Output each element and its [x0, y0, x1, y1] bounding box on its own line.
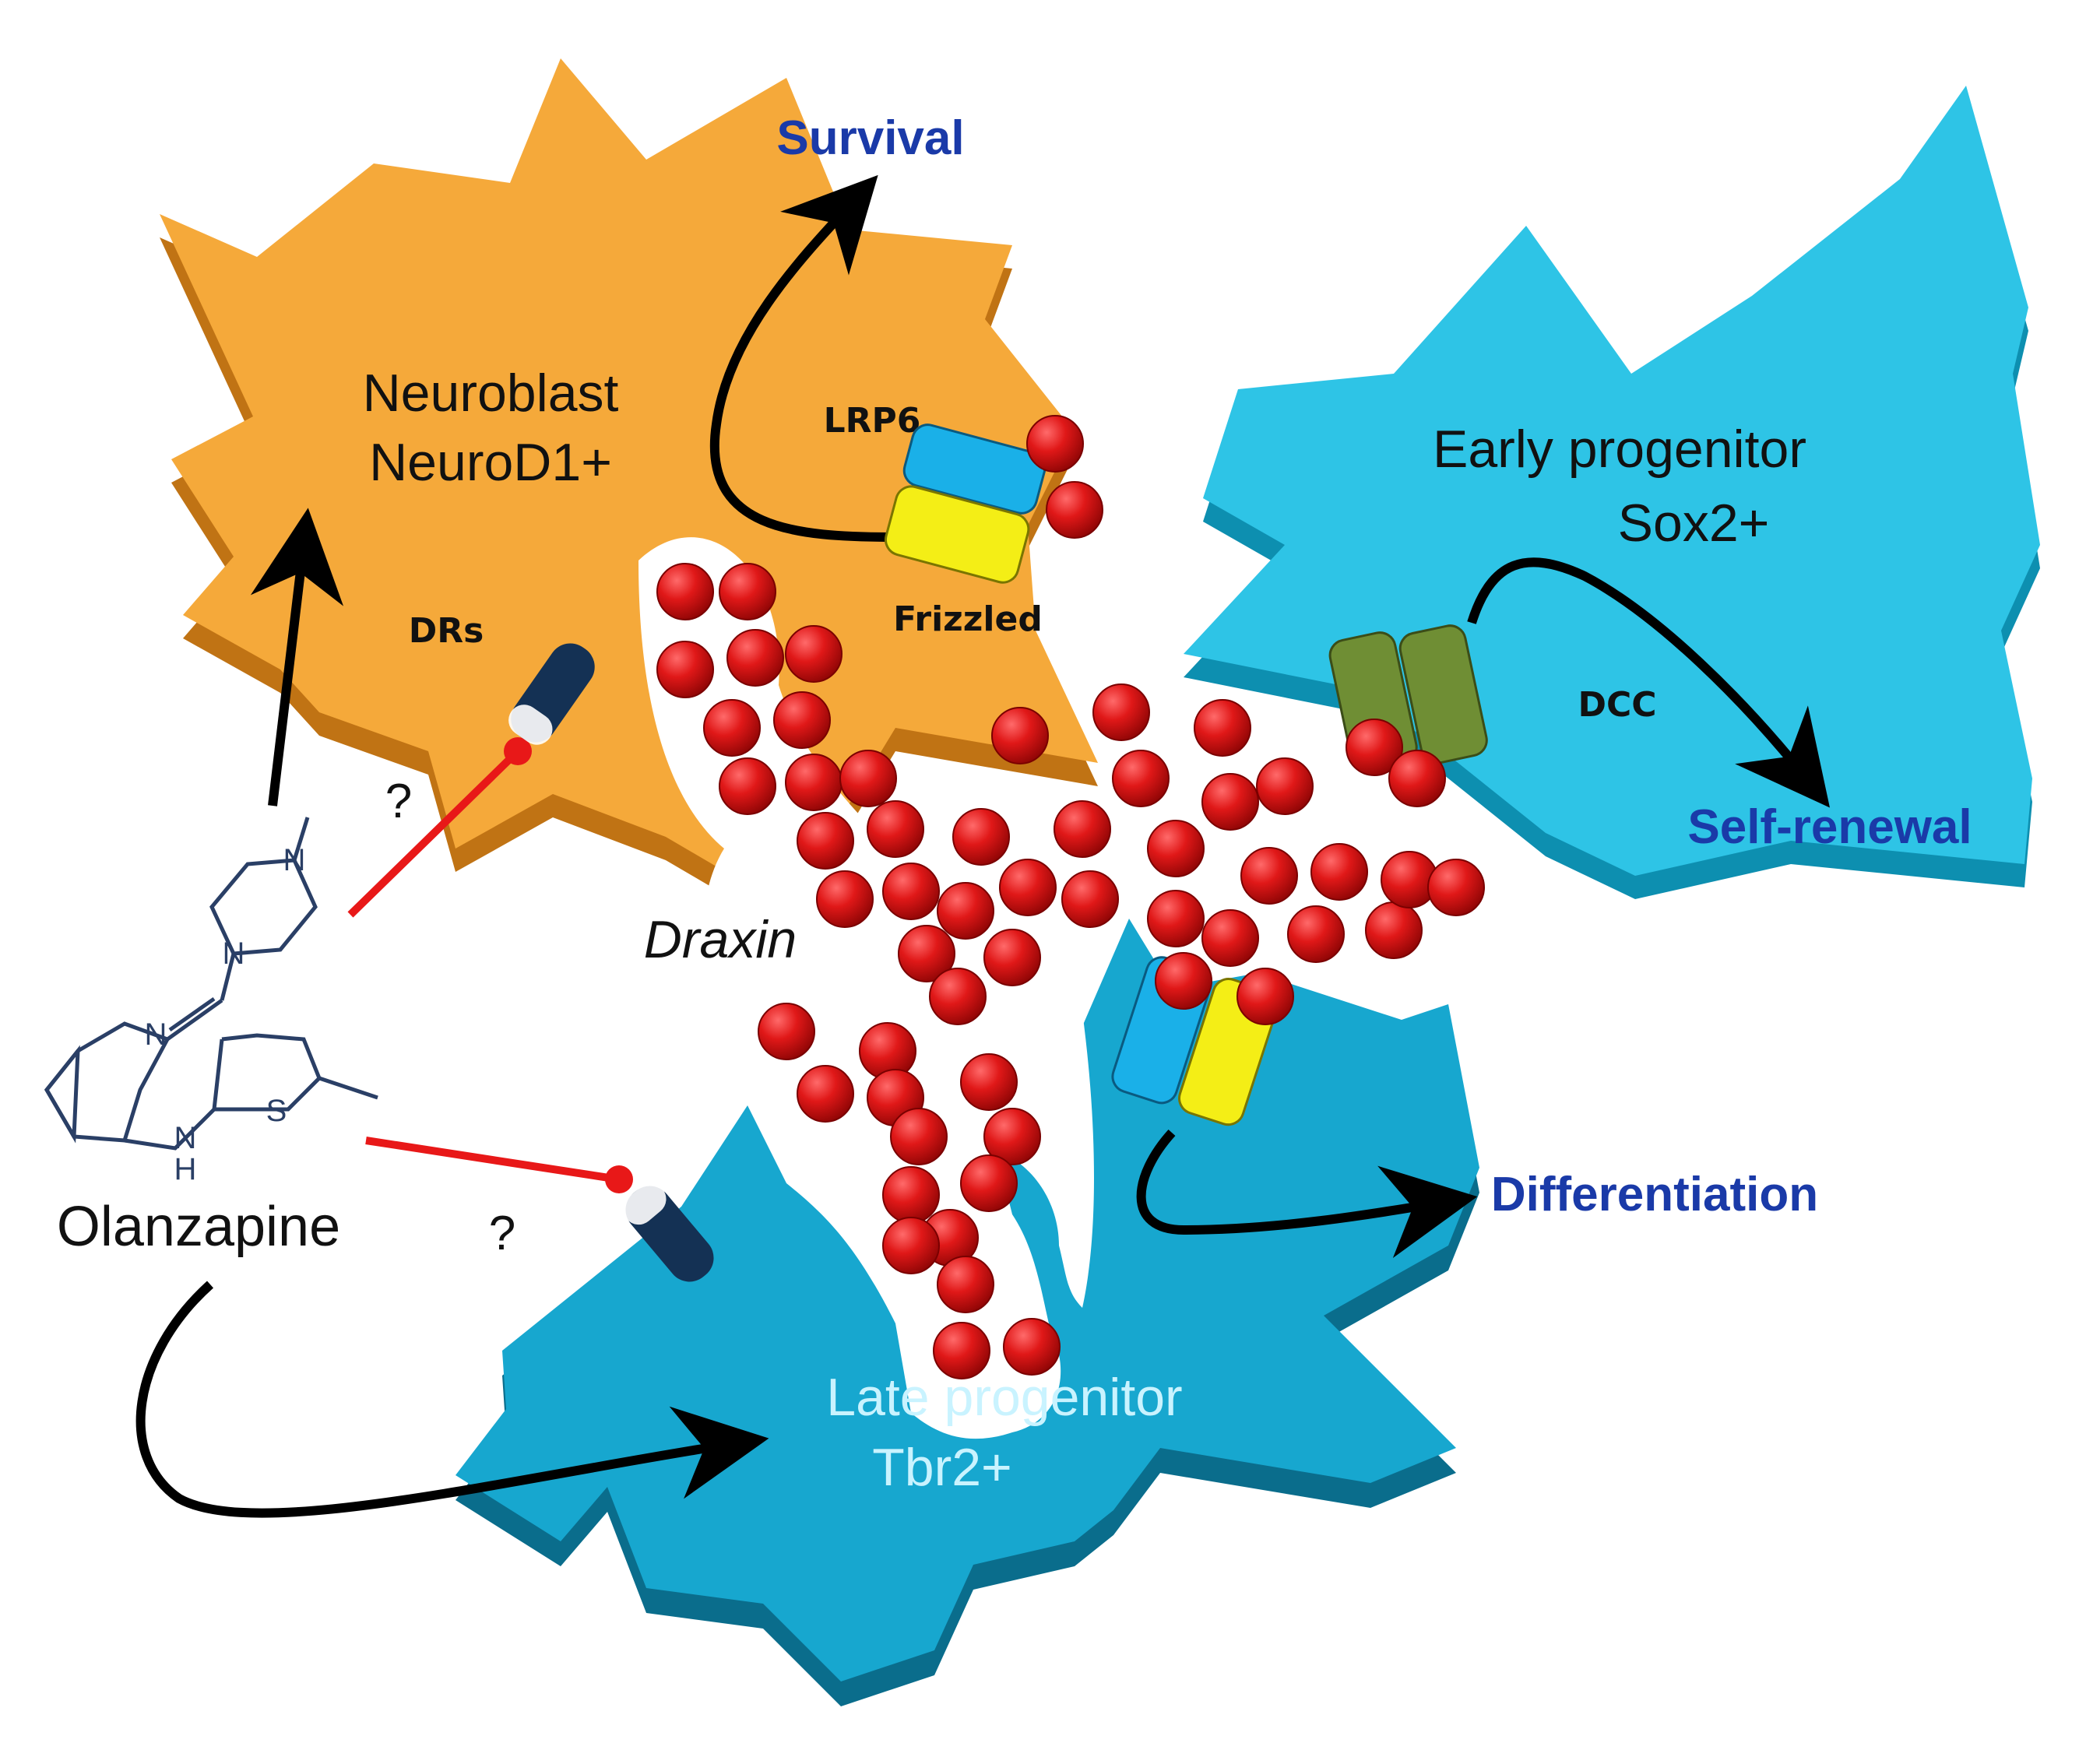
draxin-sphere: [1003, 1318, 1061, 1376]
draxin-sphere: [929, 968, 987, 1025]
svg-text:NeuroD1+: NeuroD1+: [369, 433, 612, 492]
lrp6-frizzled-receptor-neuroblast: [884, 423, 1047, 584]
arrow-olanzapine-to-late: [135, 1281, 769, 1518]
draxin-sphere: [773, 691, 831, 749]
draxin-sphere: [890, 1108, 948, 1165]
draxin-sphere: [991, 707, 1049, 764]
draxin-sphere: [1256, 757, 1314, 815]
survival-label: Survival: [776, 111, 964, 165]
draxin-sphere: [1236, 968, 1294, 1025]
draxin-sphere: [1092, 683, 1150, 741]
draxin-sphere: [1061, 870, 1119, 928]
draxin-sphere: [797, 1065, 854, 1123]
drs-label: DRs: [409, 611, 484, 651]
draxin-label: Draxin: [644, 910, 797, 969]
draxin-sphere: [983, 929, 1041, 986]
dcc-label: DCC: [1578, 685, 1656, 725]
draxin-sphere: [656, 563, 714, 620]
draxin-sphere: [960, 1053, 1018, 1111]
draxin-sphere: [839, 750, 897, 807]
draxin-sphere: [1054, 800, 1111, 858]
svg-text:N: N: [145, 1017, 167, 1052]
draxin-sphere: [933, 1322, 990, 1379]
differentiation-label: Differentiation: [1491, 1168, 1818, 1221]
svg-text:H: H: [174, 1152, 197, 1186]
draxin-sphere: [1310, 843, 1368, 901]
draxin-sphere: [1147, 890, 1205, 947]
olanzapine-atoms: N N N N H S: [145, 843, 306, 1186]
draxin-sphere: [882, 863, 940, 920]
draxin-sphere: [882, 1166, 940, 1224]
draxin-sphere: [816, 870, 874, 928]
draxin-sphere: [758, 1003, 815, 1060]
question-mark-lower: ?: [489, 1207, 515, 1260]
draxin-sphere: [1026, 415, 1084, 473]
draxin-sphere: [960, 1154, 1018, 1212]
draxin-sphere: [1112, 750, 1170, 807]
draxin-sphere: [785, 625, 843, 683]
arrow-olanzapine-to-neuroblast: [250, 508, 344, 806]
question-mark-upper: ?: [385, 775, 412, 828]
draxin-sphere: [1346, 719, 1403, 776]
svg-text:Tbr2+: Tbr2+: [872, 1438, 1012, 1497]
olanzapine-label: Olanzapine: [57, 1196, 340, 1258]
svg-text:Late progenitor: Late progenitor: [826, 1368, 1182, 1427]
draxin-sphere: [656, 641, 714, 698]
draxin-sphere: [785, 754, 843, 811]
arrow-lrp6-to-survival: [710, 174, 896, 542]
draxin-sphere: [703, 699, 761, 757]
self-renewal-label: Self-renewal: [1687, 800, 1972, 854]
draxin-sphere: [1046, 481, 1103, 539]
frizzled-label: Frizzled: [893, 599, 1043, 639]
svg-text:N: N: [283, 843, 306, 877]
lrp6-label: LRP6: [824, 401, 921, 441]
draxin-sphere: [1155, 952, 1212, 1010]
draxin-sphere: [726, 629, 784, 687]
draxin-sphere: [719, 563, 776, 620]
draxin-cluster: [656, 415, 1485, 1379]
inhibition-olanzapine-late-dr: [365, 1137, 633, 1193]
draxin-sphere: [719, 757, 776, 815]
draxin-sphere: [797, 812, 854, 870]
olanzapine-molecule: [44, 817, 378, 1151]
draxin-sphere: [1201, 773, 1259, 831]
neuroblast-label: Neuroblast NeuroD1+: [363, 364, 619, 492]
drs-receptor-late: [623, 1183, 714, 1282]
draxin-sphere: [937, 882, 994, 940]
drs-receptor-neuroblast: [508, 643, 595, 745]
svg-text:N: N: [223, 936, 245, 971]
draxin-sphere: [952, 808, 1010, 866]
draxin-sphere: [1147, 820, 1205, 877]
draxin-sphere: [1388, 750, 1446, 807]
draxin-sphere: [882, 1217, 940, 1274]
arrow-dcc-to-self-renewal: [1467, 557, 1830, 808]
draxin-sphere: [1427, 859, 1485, 916]
draxin-sphere: [1201, 909, 1259, 967]
draxin-sphere: [898, 925, 955, 982]
draxin-sphere: [1365, 901, 1423, 959]
draxin-sphere: [937, 1256, 994, 1313]
early-progenitor-label: Early progenitor Sox2+: [1433, 420, 1806, 553]
draxin-sphere: [867, 800, 924, 858]
arrow-late-to-differentiation: [1136, 1129, 1478, 1259]
svg-text:Neuroblast: Neuroblast: [363, 364, 619, 423]
draxin-sphere: [983, 1108, 1041, 1165]
svg-text:Early progenitor: Early progenitor: [1433, 420, 1806, 479]
inhibition-olanzapine-drs: [347, 737, 532, 918]
svg-text:N: N: [174, 1121, 197, 1155]
svg-text:S: S: [266, 1094, 287, 1128]
draxin-sphere: [1287, 905, 1345, 963]
svg-text:Sox2+: Sox2+: [1618, 494, 1770, 553]
late-progenitor-label: Late progenitor Tbr2+: [826, 1368, 1182, 1497]
draxin-sphere: [999, 859, 1057, 916]
draxin-sphere: [1240, 847, 1298, 905]
draxin-sphere: [1194, 699, 1251, 757]
